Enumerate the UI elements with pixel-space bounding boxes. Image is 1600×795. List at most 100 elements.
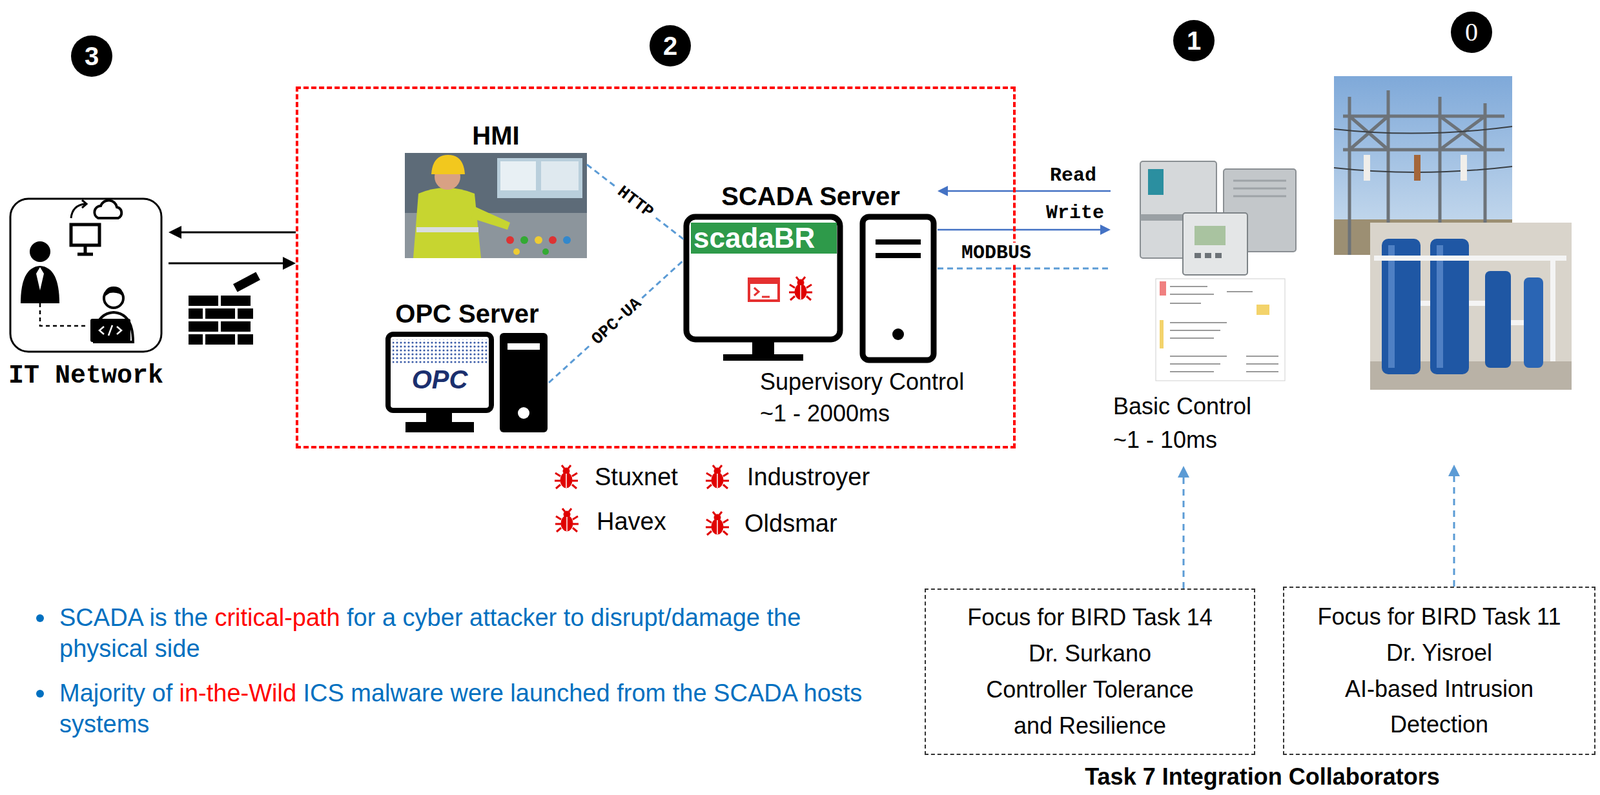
edge-label: HTTP xyxy=(610,180,660,225)
firewall-icon xyxy=(220,321,251,332)
malware-bug-icon xyxy=(705,512,729,536)
bullet-run-highlight: in-the-Wild xyxy=(179,679,298,708)
zone-name: IT Network xyxy=(8,361,164,392)
scada-server-icon xyxy=(723,354,804,361)
plc-illustration xyxy=(1194,253,1201,259)
opc-server-icon xyxy=(517,407,530,420)
connector-line xyxy=(168,262,283,265)
node-title: SCADA Server xyxy=(721,180,900,212)
bullet-dot xyxy=(36,690,44,698)
connector xyxy=(1177,466,1190,589)
connector-line xyxy=(548,260,684,383)
scada-server-icon xyxy=(748,278,779,301)
callout-number: 2 xyxy=(649,25,691,67)
malware-name: Industroyer xyxy=(747,462,870,493)
connector-line xyxy=(937,267,1111,270)
physical-plant-photos xyxy=(1485,271,1511,369)
physical-plant-photos xyxy=(1436,245,1444,369)
callout-number: 3 xyxy=(71,35,113,77)
firewall-icon xyxy=(233,271,261,292)
timing-note: Basic Control ~1 - 10ms xyxy=(1113,389,1275,458)
edge-label: Write xyxy=(1042,202,1108,224)
plc-illustration xyxy=(1215,253,1222,259)
hmi-photo xyxy=(541,161,579,191)
bullet-run: Majority of xyxy=(59,679,173,708)
opc-server-icon xyxy=(507,343,540,350)
it-network-icon xyxy=(82,200,87,208)
it-network-icon xyxy=(29,241,51,263)
plc-illustration xyxy=(1204,253,1212,259)
scada-server-icon xyxy=(789,276,813,301)
hmi-node: HMI xyxy=(404,120,587,259)
scada-server-icon xyxy=(875,242,921,256)
connector-line xyxy=(586,164,684,240)
plc-illustration xyxy=(1140,161,1296,381)
task-title: Focus for BIRD Task 11 xyxy=(1317,599,1562,636)
edge-label: Read xyxy=(1046,165,1101,186)
arrowhead xyxy=(1100,224,1111,236)
connector xyxy=(168,225,296,239)
it-network-icon xyxy=(77,245,93,255)
malware-name: Havex xyxy=(596,507,667,538)
physical-process-node: 0 xyxy=(1333,11,1572,465)
it-network-icon xyxy=(40,303,86,327)
bullet-run-highlight: critical-path xyxy=(214,604,340,632)
bullet-dot xyxy=(36,614,44,698)
edge-label: OPC-UA xyxy=(584,291,648,352)
physical-plant-photos xyxy=(1374,258,1567,362)
connector xyxy=(937,185,1111,197)
timing-note: Supervisory Control ~1 - 2000ms xyxy=(759,366,967,430)
scada-server-icon xyxy=(686,216,841,340)
hmi-photo xyxy=(513,248,520,256)
physical-plant-photos xyxy=(1414,154,1421,181)
hmi-photo xyxy=(548,236,557,245)
task-box: Focus for BIRD Task 14Dr. SurkanoControl… xyxy=(924,588,1256,756)
it-network-icon xyxy=(36,267,44,291)
scada-server-icon xyxy=(748,278,779,285)
malware-name: Stuxnet xyxy=(594,462,678,493)
plc-illustration xyxy=(1182,213,1248,276)
bullet-text: SCADA is thecritical-pathfor a cyber att… xyxy=(59,603,867,665)
hmi-photo xyxy=(520,236,529,245)
arrowhead xyxy=(168,225,182,239)
hmi-photo xyxy=(500,161,536,191)
researcher-name: Dr. Yisroel xyxy=(1386,635,1493,672)
it-network-icon xyxy=(94,200,122,219)
bullet-run: SCADA is the xyxy=(59,604,208,632)
scada-server-icon xyxy=(686,216,934,361)
hmi-photo xyxy=(404,153,587,259)
connector xyxy=(1448,464,1460,587)
task-title: Focus for BIRD Task 14 xyxy=(967,599,1212,636)
hmi-photo xyxy=(431,154,465,175)
bullet-text: Majority ofin-the-WildICS malware were l… xyxy=(59,678,867,740)
arrowhead xyxy=(937,185,948,197)
scada-server-icon xyxy=(752,339,775,356)
hmi-photo xyxy=(534,236,543,245)
scada-server-node: SCADA Server xyxy=(683,180,938,363)
node-title: OPC Server xyxy=(395,298,539,330)
opc-server-icon xyxy=(388,333,548,433)
firewall-icon xyxy=(188,334,203,345)
firewall-icon xyxy=(188,295,219,307)
it-network-icon xyxy=(90,318,131,343)
firewall-icon xyxy=(237,308,254,319)
plc-illustration xyxy=(1233,180,1287,197)
physical-plant-photos xyxy=(1333,76,1572,390)
bullet-dot xyxy=(36,614,44,623)
logo-text: scadaBR xyxy=(693,223,815,254)
firewall-icon xyxy=(237,334,254,345)
hmi-photo xyxy=(563,236,571,245)
hmi-photo xyxy=(542,248,549,256)
firewall-icon xyxy=(205,334,236,345)
scada-server-icon xyxy=(754,287,770,298)
it-network-icon xyxy=(103,286,124,298)
it-network-icon xyxy=(20,266,60,304)
task-box: Focus for BIRD Task 11Dr. YisroelAI-base… xyxy=(1282,586,1596,756)
logo-text: OPC xyxy=(411,365,469,394)
physical-plant-photos xyxy=(1363,154,1371,181)
plc-illustration xyxy=(1169,286,1279,372)
physical-plant-photos xyxy=(1370,222,1572,390)
arrowhead xyxy=(282,256,296,270)
